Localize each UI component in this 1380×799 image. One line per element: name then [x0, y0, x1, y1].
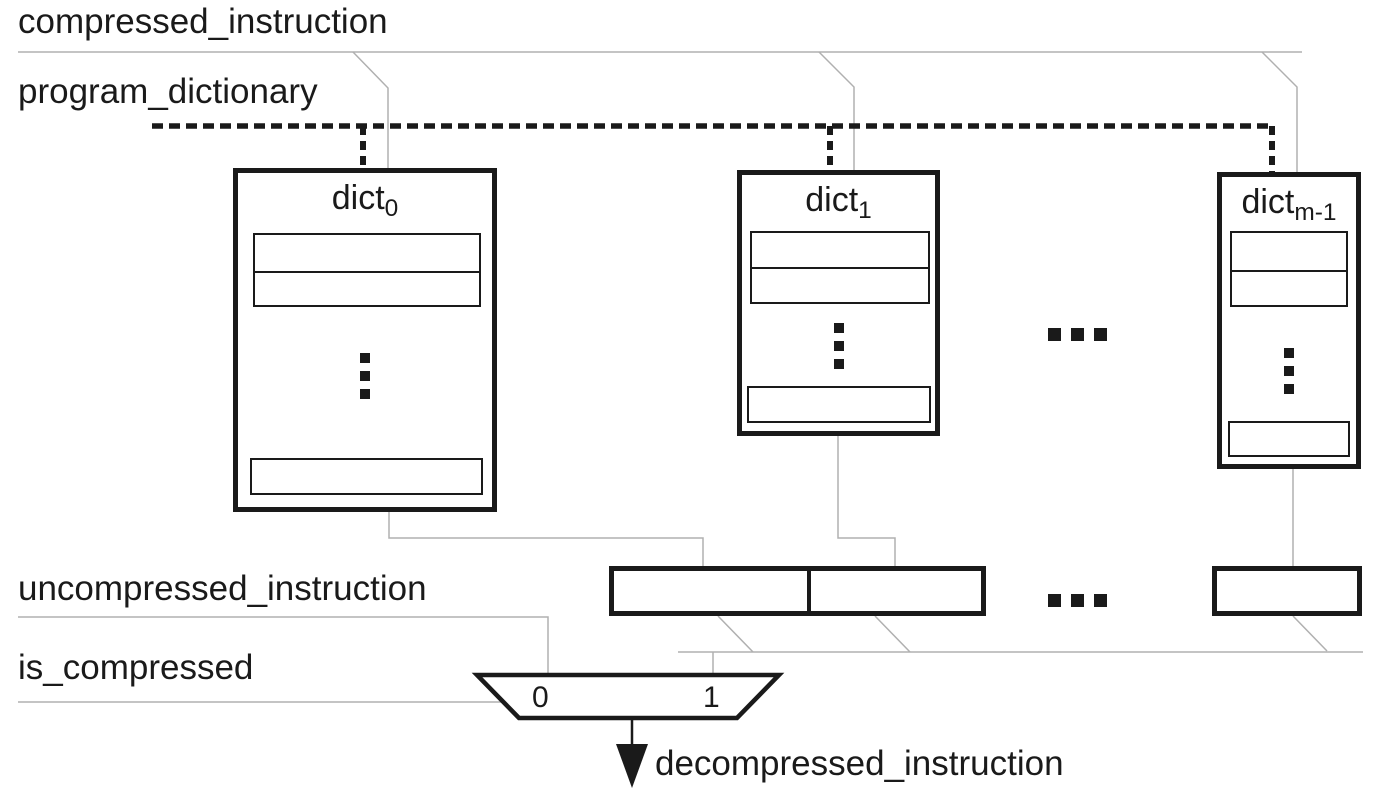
register-left-out-diagonal	[717, 615, 754, 653]
mux-input0-label: 0	[532, 681, 549, 714]
dict1-vertical-ellipsis-icon	[833, 323, 844, 369]
dictm1-name: dict	[1241, 183, 1295, 221]
dict0-block: dict0	[233, 168, 497, 512]
compressed-tap-dictm1	[1261, 51, 1298, 172]
compressed-tap-dict0	[352, 51, 389, 168]
dict1-last-entry	[747, 386, 931, 423]
dict0-last-entry	[250, 458, 483, 495]
dict1-subscript: 1	[858, 196, 872, 224]
dict-row-ellipsis-icon	[1048, 328, 1107, 341]
dictm1-entry-divider	[1232, 270, 1346, 272]
dict1-title: dict1	[742, 181, 935, 225]
label-decompressed-instruction: decompressed_instruction	[655, 744, 1064, 783]
dict1-entry-divider	[752, 267, 928, 269]
mux-input1-label: 1	[703, 681, 720, 714]
dict0-vertical-ellipsis-icon	[360, 353, 370, 399]
dict0-entry-divider	[255, 271, 479, 273]
dict0-entry-pair	[253, 233, 481, 307]
uncompressed-instruction-wire	[18, 616, 549, 675]
register-right-out-diagonal	[874, 615, 911, 653]
dict0-subscript: 0	[384, 194, 399, 222]
register-row-ellipsis-icon	[1048, 594, 1107, 607]
uncompressed-register-divider	[807, 571, 811, 611]
dictm1-subscript: m-1	[1294, 198, 1337, 226]
dict0-title: dict0	[238, 179, 492, 223]
output-arrowhead-icon	[616, 744, 648, 788]
dictm1-entry-pair	[1230, 231, 1348, 307]
dictm1-last-entry	[1228, 421, 1350, 457]
dict1-output-wire	[837, 436, 896, 566]
dictm1-block: dictm-1	[1217, 172, 1361, 469]
uncompressed-register-m1	[1212, 566, 1362, 616]
compressed-tap-dict1	[818, 51, 855, 170]
label-program-dictionary: program_dictionary	[18, 72, 318, 111]
dict0-name: dict	[331, 179, 385, 217]
dict1-name: dict	[805, 181, 859, 219]
dict1-block: dict1	[737, 170, 940, 436]
dict0-output-wire	[388, 512, 704, 566]
mux-shape	[471, 672, 785, 721]
label-compressed-instruction: compressed_instruction	[18, 2, 388, 41]
label-uncompressed-instruction: uncompressed_instruction	[18, 569, 427, 608]
uncompressed-register-pair	[609, 566, 986, 616]
label-is-compressed: is_compressed	[18, 648, 254, 687]
dictm1-vertical-ellipsis-icon	[1284, 348, 1294, 394]
dict1-entry-pair	[750, 231, 930, 304]
register-m1-out-diagonal	[1292, 615, 1328, 652]
dictm1-title: dictm-1	[1222, 183, 1356, 227]
